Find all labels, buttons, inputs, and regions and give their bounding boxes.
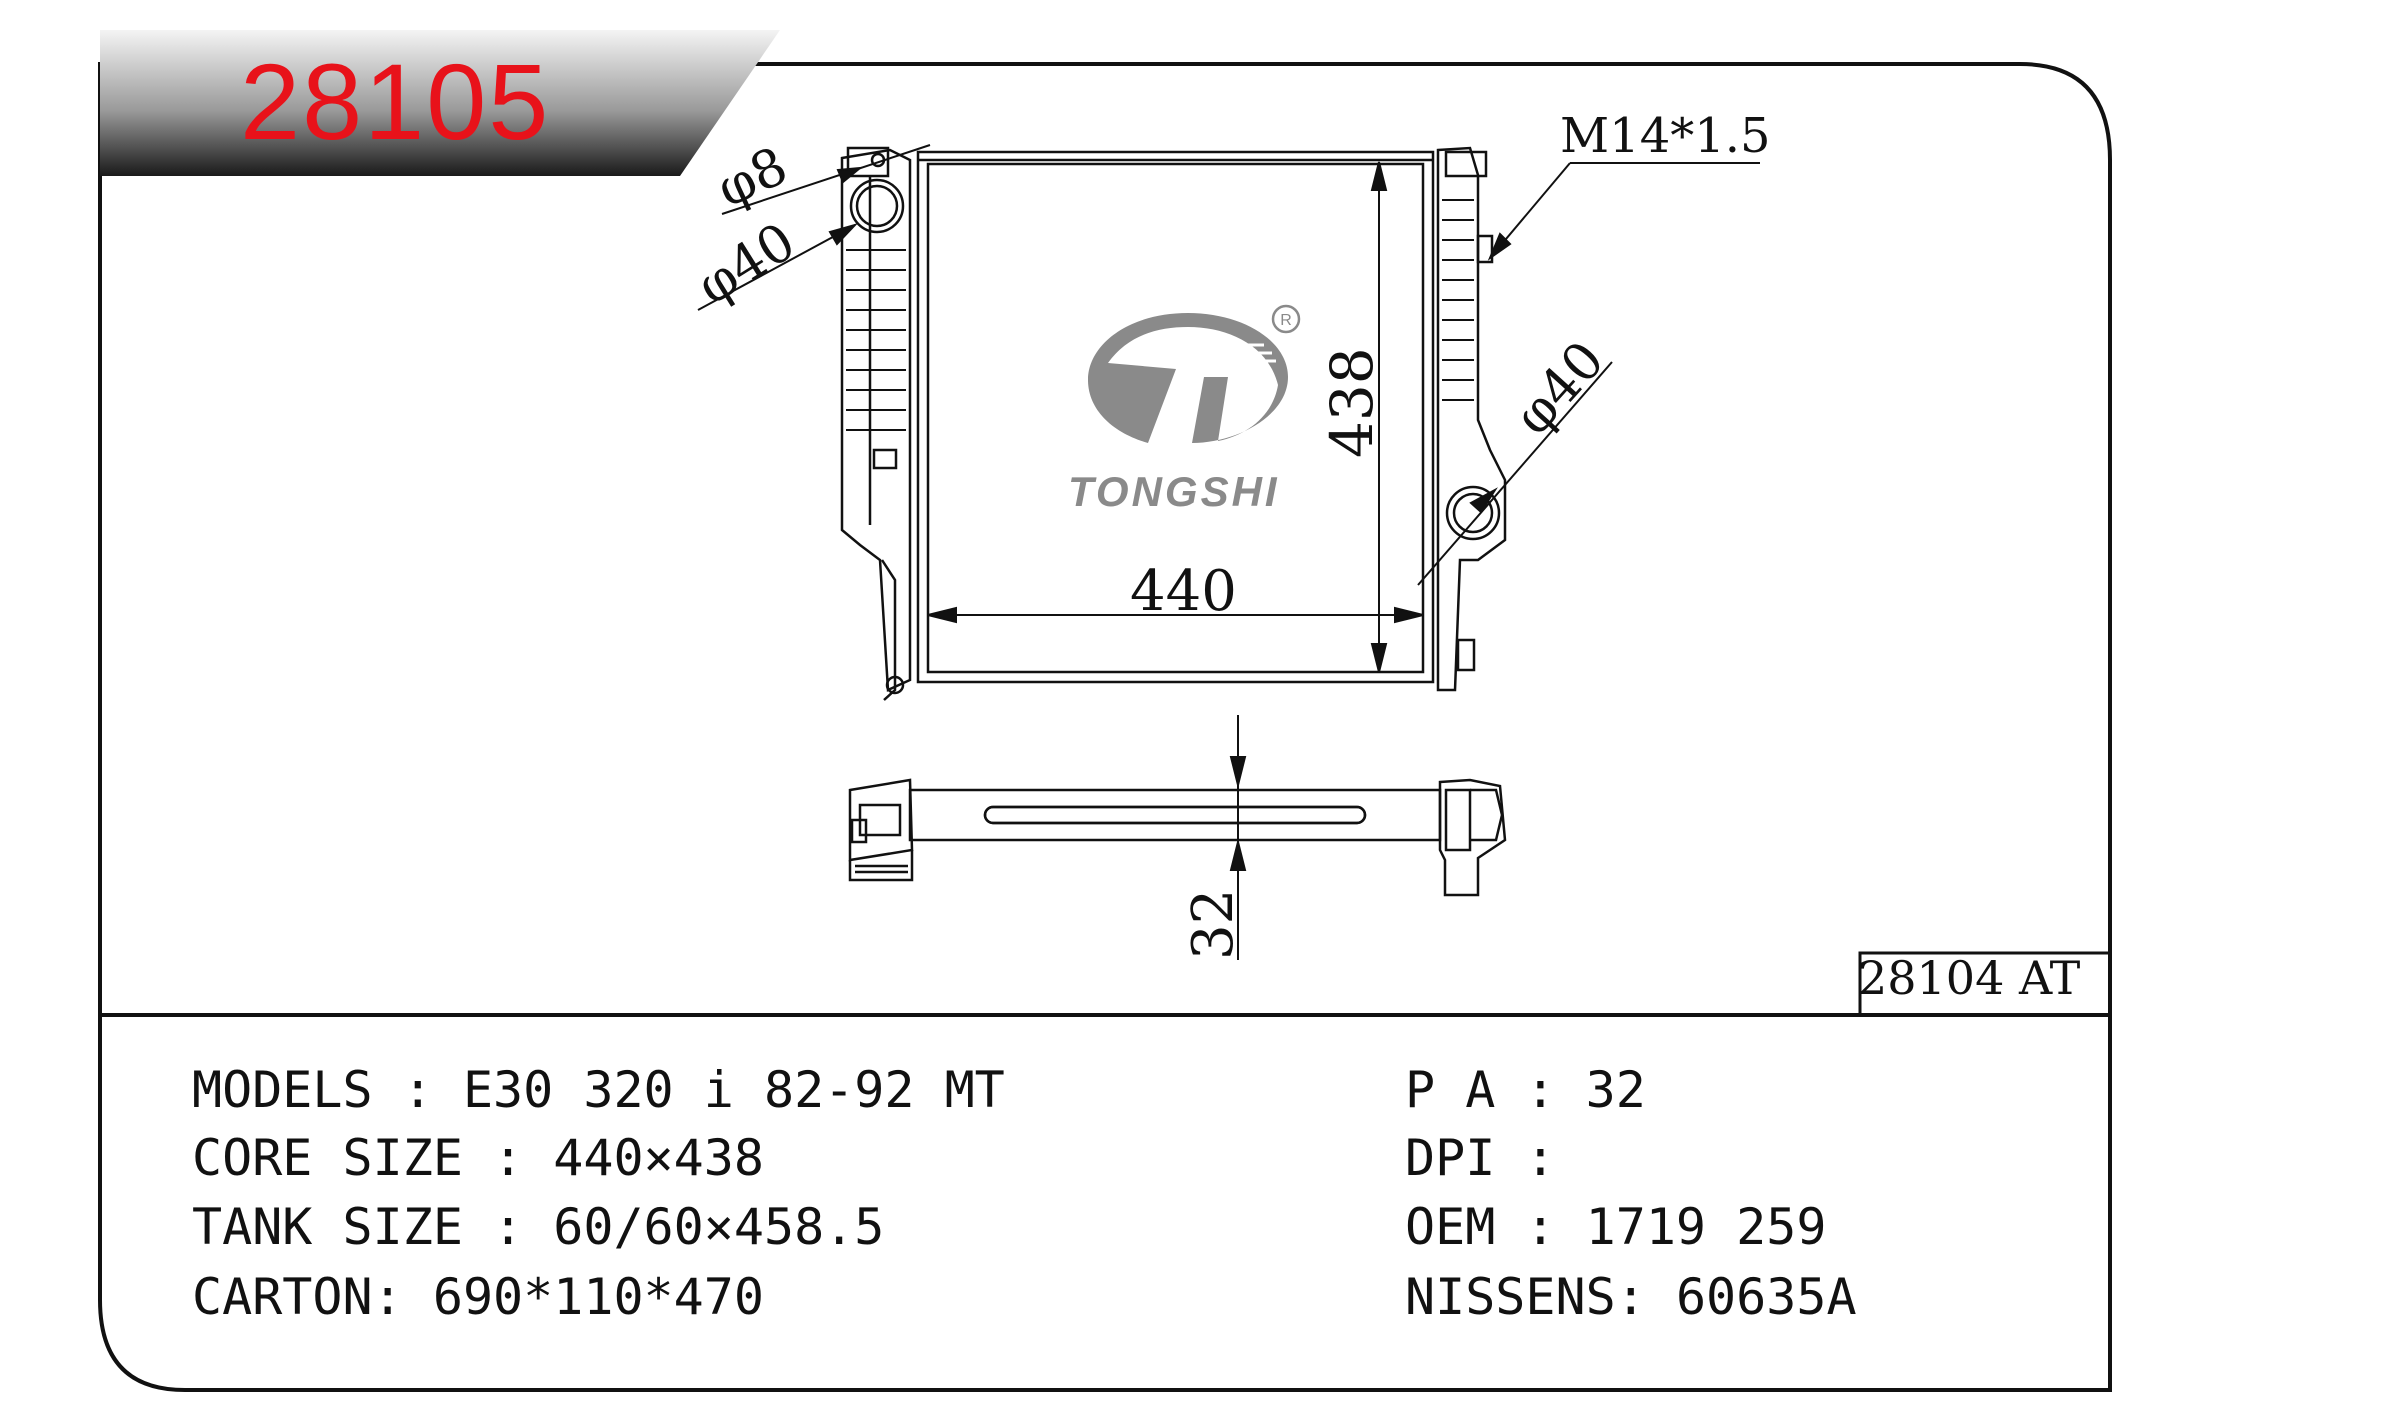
dim-width: 440 <box>1130 559 1237 624</box>
brand-logo-icon <box>1088 313 1288 443</box>
spec-pa: P A : 32 <box>1405 1061 1646 1119</box>
ref-code: 28104 AT <box>1858 951 2081 1005</box>
spec-carton: CARTON: 690*110*470 <box>192 1268 764 1326</box>
dim-outlet: φ40 <box>1503 330 1616 446</box>
dimension-lines <box>697 144 1760 960</box>
radiator-top-view <box>848 778 1507 897</box>
ref-box <box>1858 951 2112 1017</box>
dim-inlet-large: φ40 <box>687 212 806 317</box>
radiator-front-view <box>840 146 1507 701</box>
header-band <box>100 30 780 176</box>
spec-core-size: CORE SIZE : 440×438 <box>192 1129 764 1187</box>
dim-thread: M14*1.5 <box>1560 108 1771 164</box>
part-number: 28105 <box>240 41 551 162</box>
spec-nissens: NISSENS: 60635A <box>1405 1268 1857 1326</box>
outer-border <box>98 62 2112 1392</box>
brand-name: TONGSHI <box>1068 468 1280 515</box>
dim-height: 438 <box>1318 347 1386 458</box>
dim-inlet-small: φ8 <box>708 136 796 220</box>
spec-models: MODELS : E30 320 i 82-92 MT <box>192 1061 1005 1119</box>
spec-oem: OEM : 1719 259 <box>1405 1198 1827 1256</box>
registered-mark-icon: R <box>1271 304 1301 334</box>
dim-thickness: 32 <box>1181 889 1246 960</box>
svg-text:R: R <box>1280 312 1292 329</box>
spec-tank-size: TANK SIZE : 60/60×458.5 <box>192 1198 885 1256</box>
spec-dpi: DPI : <box>1405 1129 1586 1187</box>
